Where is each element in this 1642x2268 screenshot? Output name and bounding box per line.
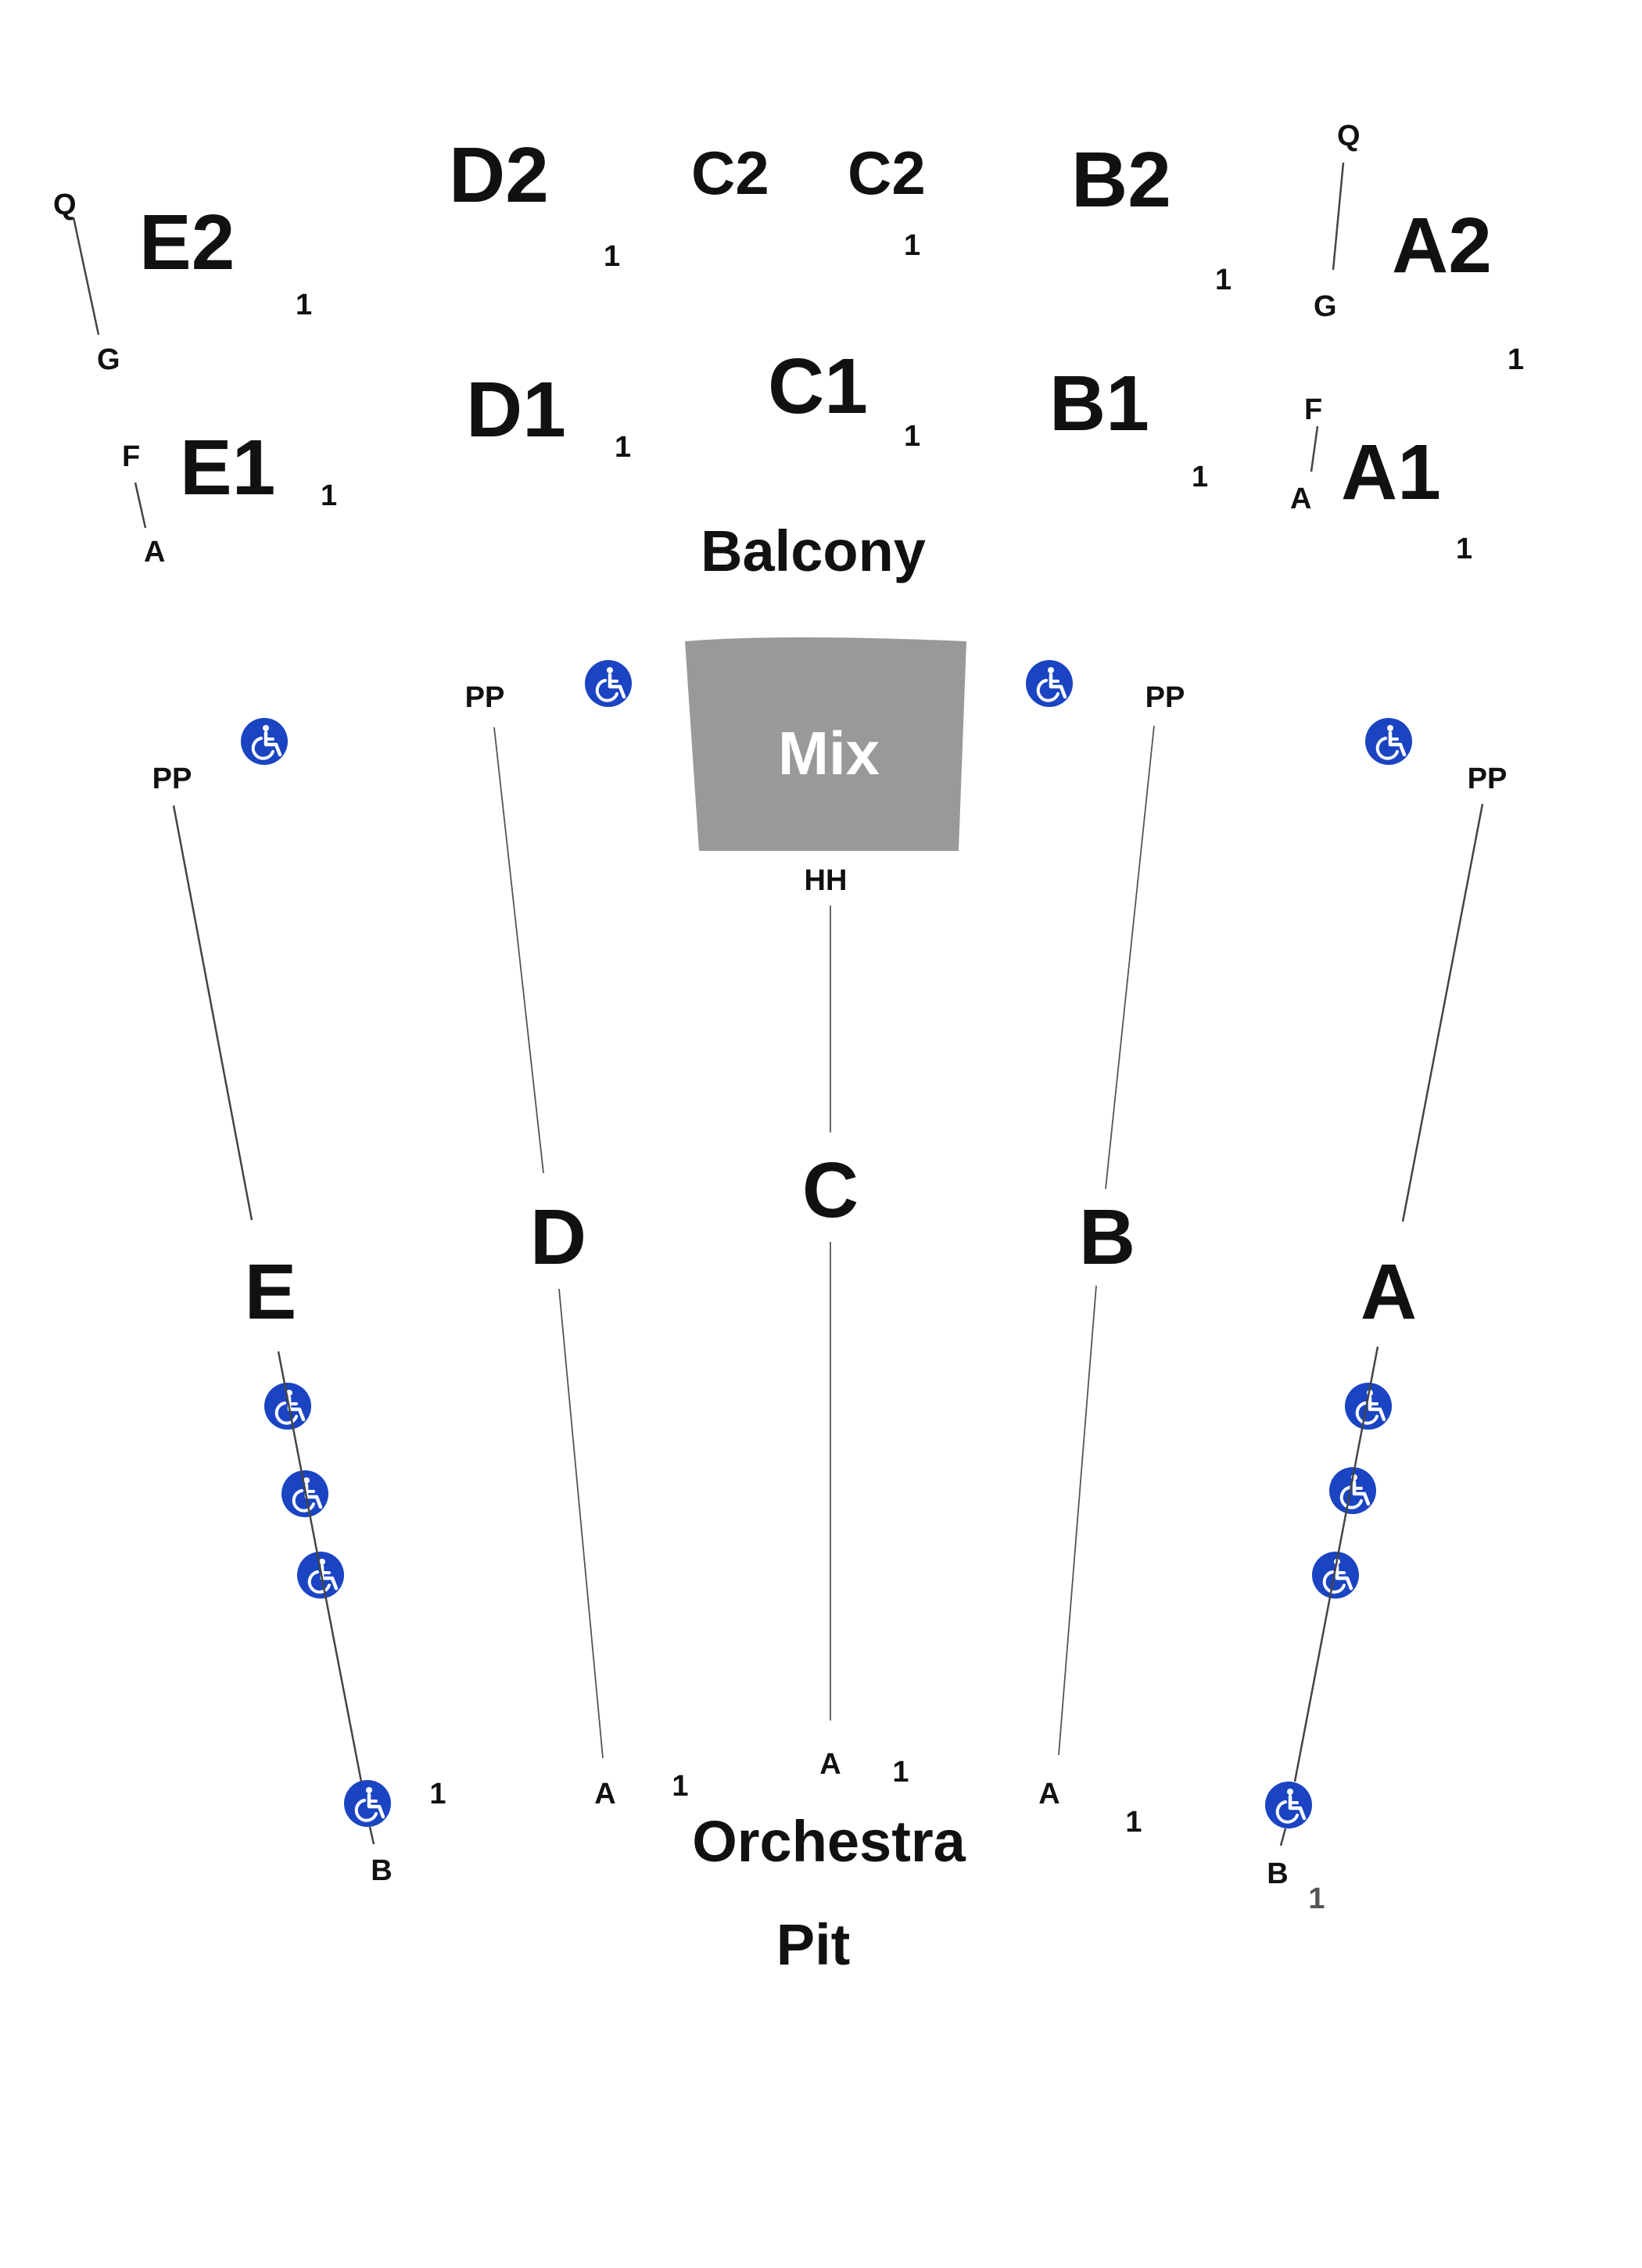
row-label-e1-f: F [122,440,140,473]
seat-1-c1: 1 [904,420,920,453]
pit-label: Pit [776,1912,851,1977]
section-e2-label[interactable]: E2 [139,199,235,286]
section-d2-label[interactable]: D2 [449,131,549,219]
seat-1-a2: 1 [1508,343,1524,376]
wheelchair-icon[interactable] [1265,1782,1312,1828]
section-e-label[interactable]: E [245,1248,297,1336]
seat-1-d2: 1 [604,240,620,273]
wheelchair-icon[interactable] [1345,1383,1392,1430]
row-label-d-pp: PP [465,681,505,714]
wheelchair-icon[interactable] [1365,718,1412,765]
wheelchair-icon[interactable] [344,1780,391,1827]
section-b-label[interactable]: B [1079,1193,1135,1281]
row-label-a-pp: PP [1468,763,1508,795]
section-c1-label[interactable]: C1 [768,343,868,430]
seat-1-c: 1 [892,1756,909,1789]
seat-1-a: 1 [1308,1882,1325,1915]
seat-1-b1: 1 [1192,461,1208,493]
seat-1-a1: 1 [1456,533,1472,565]
row-label-a2-g: G [1314,290,1337,323]
wheelchair-icon[interactable] [1026,660,1073,707]
row-label-a-b: B [1267,1857,1288,1890]
row-label-e2-g: G [97,343,120,376]
balcony-area: E2 D2 C2 C2 B2 A2 E1 D1 C1 B1 A1 1 1 1 1… [53,120,1524,583]
balcony-label: Balcony [701,519,926,583]
seat-1-d1: 1 [615,431,631,464]
section-a2-label[interactable]: A2 [1392,202,1492,289]
section-e1-label[interactable]: E1 [180,424,275,511]
mix-booth[interactable]: Mix [685,637,966,851]
section-a1-label[interactable]: A1 [1341,429,1441,516]
wheelchair-icon[interactable] [585,660,632,707]
seat-1-b: 1 [1125,1806,1142,1839]
row-label-a2-q: Q [1337,120,1361,153]
section-b2-label[interactable]: B2 [1071,136,1171,224]
section-c-label[interactable]: C [802,1147,859,1234]
row-label-b-a: A [1038,1778,1059,1810]
section-c2-left-label[interactable]: C2 [691,138,769,207]
row-label-c-a: A [819,1748,841,1781]
row-label-a1-a: A [1290,483,1311,515]
section-a-label[interactable]: A [1361,1248,1417,1336]
mix-label: Mix [778,719,880,788]
seat-1-b2: 1 [1215,264,1232,296]
row-label-c-hh: HH [805,864,848,897]
seat-1-c2: 1 [904,229,920,262]
seat-1-e1: 1 [321,479,337,512]
section-d1-label[interactable]: D1 [466,366,566,454]
wheelchair-icon[interactable] [264,1383,311,1430]
orchestra-area: E D C B A PP B PP A HH A PP A PP B 1 1 1… [152,681,1508,1977]
section-b1-label[interactable]: B1 [1049,360,1149,447]
row-label-e2-q: Q [53,188,77,221]
row-label-d-a: A [594,1778,615,1810]
seat-1-e: 1 [429,1778,446,1810]
orchestra-label: Orchestra [692,1809,966,1874]
row-label-a1-f: F [1304,393,1322,426]
wheelchair-icon[interactable] [1312,1552,1359,1599]
row-label-b-pp: PP [1145,681,1185,714]
section-d-label[interactable]: D [530,1193,586,1281]
row-label-e-pp: PP [152,763,192,795]
section-c2-right-label[interactable]: C2 [848,138,926,207]
wheelchair-icon[interactable] [241,718,288,765]
seat-1-d: 1 [672,1770,688,1803]
row-label-e1-a: A [144,536,165,569]
row-label-e-b: B [371,1854,392,1887]
seat-1-e2: 1 [296,289,312,321]
